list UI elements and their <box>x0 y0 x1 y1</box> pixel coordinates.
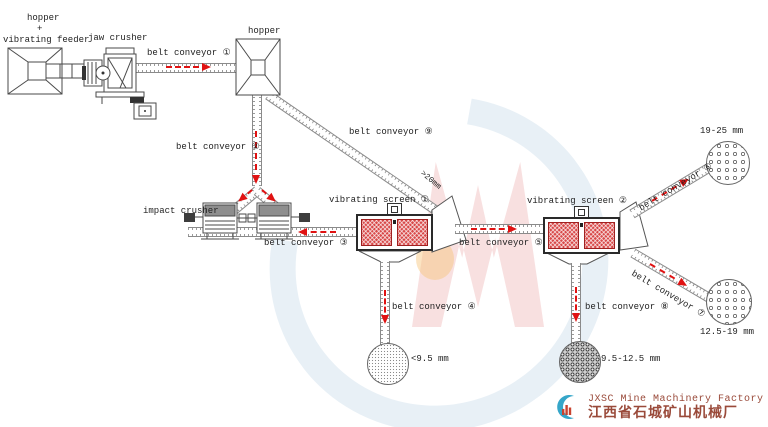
feed-hopper-drawing <box>6 42 158 114</box>
vibrating-screen-2 <box>543 217 620 254</box>
flow-arrow-belt1 <box>166 63 211 71</box>
flow-arrow-belt2 <box>255 131 257 181</box>
belt6-label: belt conveyor ⑥ <box>637 161 715 214</box>
vibrating-feeder-label: vibrating feeder <box>3 35 90 45</box>
flow-arrow-belt8 <box>575 287 577 319</box>
jxsc-logo-icon <box>557 395 574 419</box>
pile-9-5-12-5mm-label: 9.5-12.5 mm <box>601 354 661 364</box>
jaw-crusher-drawing <box>82 42 160 120</box>
pile-under-9-5mm <box>367 343 409 385</box>
screen2-label: vibrating screen ② <box>527 196 627 206</box>
belt8-label: belt conveyor ⑧ <box>585 302 669 312</box>
company-name-zh: 江西省石城矿山机械厂 <box>588 405 738 421</box>
pile-under-9-5mm-label: <9.5 mm <box>411 354 449 364</box>
feed-hopper-label: hopper <box>27 13 60 23</box>
screen1-deck-right <box>397 219 428 246</box>
screen1-label: vibrating screen ① <box>329 195 429 205</box>
impact-crushers-drawing <box>184 192 310 244</box>
screen1-deck-left <box>361 219 392 246</box>
screen2-motor <box>574 206 589 219</box>
belt1-label: belt conveyor ① <box>147 48 231 58</box>
belt-conveyor-2 <box>252 94 262 186</box>
screen2-funnel <box>546 253 610 265</box>
screen2-divider <box>579 222 584 249</box>
belt4-label: belt conveyor ④ <box>392 302 476 312</box>
belt3-label: belt conveyor ③ <box>264 238 348 248</box>
impact-crusher-label: impact crusher <box>143 206 219 216</box>
belt5-label: belt conveyor ⑤ <box>459 238 543 248</box>
pile-12-5-19mm-label: 12.5-19 mm <box>700 327 755 337</box>
flow-arrow-belt4 <box>384 290 386 321</box>
pile-19-25mm <box>706 141 750 185</box>
feed-plus-label: + <box>37 24 43 34</box>
screen1-funnel <box>358 251 422 263</box>
screen2-deck-right <box>584 222 615 249</box>
screen2-deck-left <box>548 222 579 249</box>
pile-19-25mm-label: 19-25 mm <box>700 126 744 136</box>
company-name-en: JXSC Mine Machinery Factory <box>588 394 764 405</box>
jaw-crusher-label: jaw crusher <box>88 33 148 43</box>
surge-hopper-label: hopper <box>248 26 281 36</box>
surge-hopper-drawing <box>234 37 282 97</box>
flow-arrow-belt3 <box>298 228 336 236</box>
vibrating-screen-1 <box>356 214 433 251</box>
flow-arrow-belt5 <box>471 225 517 233</box>
pile-9-5-12-5mm <box>559 341 601 383</box>
footer-company: JXSC Mine Machinery Factory 江西省石城矿山机械厂 <box>588 394 764 421</box>
belt2-label: belt conveyor ② <box>176 142 260 152</box>
screen1-divider <box>392 219 397 246</box>
belt9-label: belt conveyor ⑨ <box>349 127 433 137</box>
screen2-right-chute <box>616 196 652 256</box>
pile-12-5-19mm <box>706 279 752 325</box>
belt-conveyor-1 <box>134 63 238 73</box>
